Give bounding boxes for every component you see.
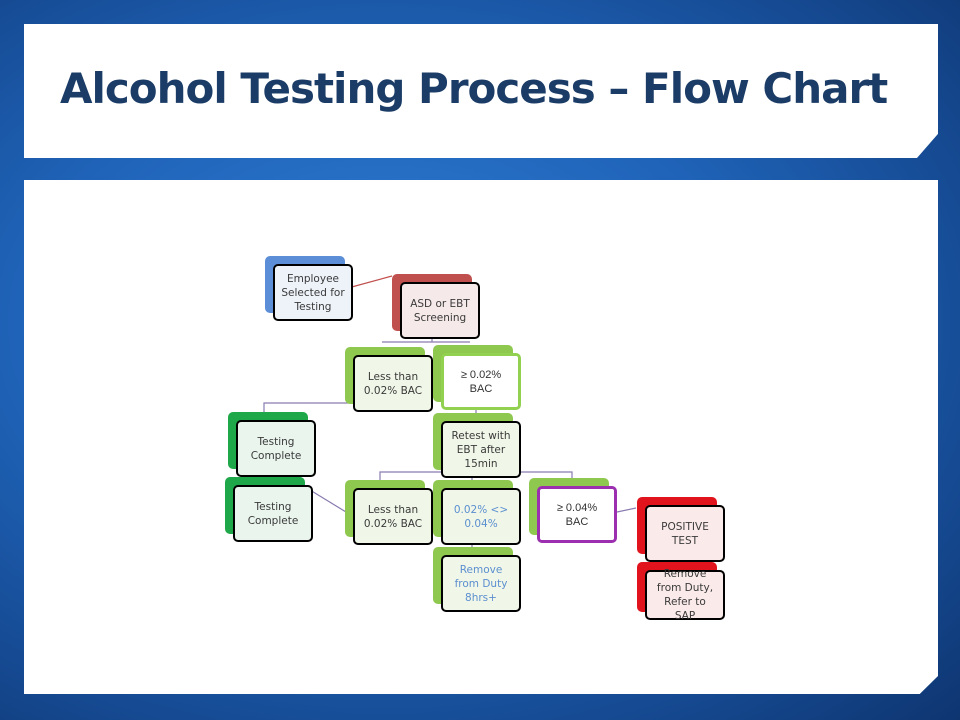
node-testing-complete-1-label: Testing Complete — [250, 435, 302, 462]
node-range-002-004: 0.02% <> 0.04% — [433, 480, 521, 545]
connector-less1-complete1 — [263, 402, 380, 412]
node-less-than-1-label: Less than 0.02% BAC — [363, 370, 423, 397]
slide-title: Alcohol Testing Process – Flow Chart — [60, 64, 888, 113]
node-screening: ASD or EBT Screening — [392, 274, 480, 339]
node-testing-complete-2-label: Testing Complete — [247, 500, 299, 527]
connector-complete2-less2 — [309, 489, 347, 513]
node-testing-complete-1: Testing Complete — [228, 412, 316, 477]
title-panel: Alcohol Testing Process – Flow Chart — [24, 24, 938, 158]
node-testing-complete-2: Testing Complete — [225, 477, 313, 542]
node-remove-sap: Remove from Duty, Refer to SAP — [637, 562, 725, 622]
connector-employee-screening — [347, 275, 393, 289]
node-range-002-004-label: 0.02% <> 0.04% — [453, 503, 509, 530]
node-positive-test-label: POSITIVE TEST — [661, 520, 709, 547]
node-screening-label: ASD or EBT Screening — [410, 297, 470, 324]
node-remove-sap-label: Remove from Duty, Refer to SAP — [656, 568, 714, 622]
node-employee-selected-label: Employee Selected for Testing — [281, 272, 345, 313]
connector-ge004-positive — [616, 507, 637, 513]
node-ge-004-label: ≥ 0.04% BAC — [556, 501, 598, 528]
node-ge-004: ≥ 0.04% BAC — [529, 478, 617, 543]
node-less-than-1: Less than 0.02% BAC — [345, 347, 433, 412]
node-less-than-2-label: Less than 0.02% BAC — [363, 503, 423, 530]
node-employee-selected: Employee Selected for Testing — [265, 256, 353, 321]
node-less-than-2: Less than 0.02% BAC — [345, 480, 433, 545]
node-remove-8hrs: Remove from Duty 8hrs+ — [433, 547, 521, 612]
node-retest-label: Retest with EBT after 15min — [451, 429, 511, 470]
node-remove-8hrs-label: Remove from Duty 8hrs+ — [454, 563, 508, 604]
node-positive-test: POSITIVE TEST — [637, 497, 725, 562]
node-ge-002: ≥ 0.02% BAC — [433, 345, 521, 410]
node-ge-002-label: ≥ 0.02% BAC — [460, 368, 502, 395]
node-retest: Retest with EBT after 15min — [433, 413, 521, 478]
